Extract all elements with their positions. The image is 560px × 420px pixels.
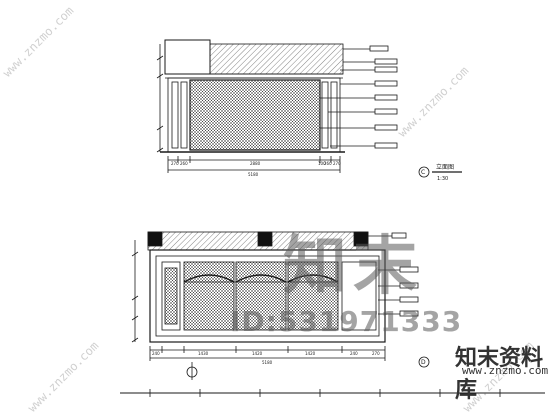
site-name: 知末资料库	[455, 346, 544, 403]
left-pilaster	[171, 81, 179, 149]
dim-c-1: 260	[180, 161, 188, 166]
dim-c-total: 5180	[248, 172, 259, 177]
section-marker-c	[418, 166, 430, 178]
callout-leaders	[320, 45, 398, 149]
dim-d-2: 1420	[252, 351, 263, 356]
headboard-panel-2	[235, 261, 287, 331]
ceiling-box	[164, 39, 211, 75]
section-marker-d	[418, 356, 430, 368]
elevation-d-labels: 240 1430 1420 1420 240 270 5180 D	[152, 351, 426, 366]
id-watermark: ID:531971333	[230, 305, 463, 338]
dim-d-1: 1430	[198, 351, 209, 356]
dim-c-5: 270	[333, 161, 341, 166]
dim-d-4: 240	[350, 351, 358, 356]
right-pilaster	[321, 81, 329, 149]
dim-d-total: 5180	[262, 360, 273, 365]
beam-right	[353, 231, 369, 247]
elevation-c-title: 立面图	[436, 163, 454, 171]
beam-mid	[257, 231, 273, 247]
elevation-d	[120, 231, 545, 397]
dim-c-0: 270	[171, 161, 179, 166]
dim-c-2: 2880	[250, 161, 261, 166]
section-marker-c-label: C	[421, 169, 425, 176]
elevation-c-labels: 270 260 2880 100 260 270 5180 C 立面图 1:30	[171, 161, 454, 182]
section-marker-d-label: D	[421, 359, 426, 366]
brand-watermark: 知末	[283, 230, 423, 304]
headboard-panel-3	[287, 261, 339, 331]
dim-d-5: 270	[372, 351, 380, 356]
dim-c-3: 100	[318, 161, 326, 166]
left-panel	[161, 261, 181, 331]
elevation-c-scale: 1:30	[437, 176, 448, 182]
headboard-panel-1	[183, 261, 235, 331]
elevation-c	[156, 39, 462, 178]
dim-c-4: 260	[324, 161, 332, 166]
callout-leaders-d	[368, 232, 419, 317]
dim-d-3: 1420	[305, 351, 316, 356]
dim-d-0: 240	[152, 351, 160, 356]
site-url: www.znzmo.com	[462, 364, 549, 377]
bed-wall	[149, 249, 386, 343]
main-panel	[189, 79, 321, 151]
beam-left	[147, 231, 163, 247]
